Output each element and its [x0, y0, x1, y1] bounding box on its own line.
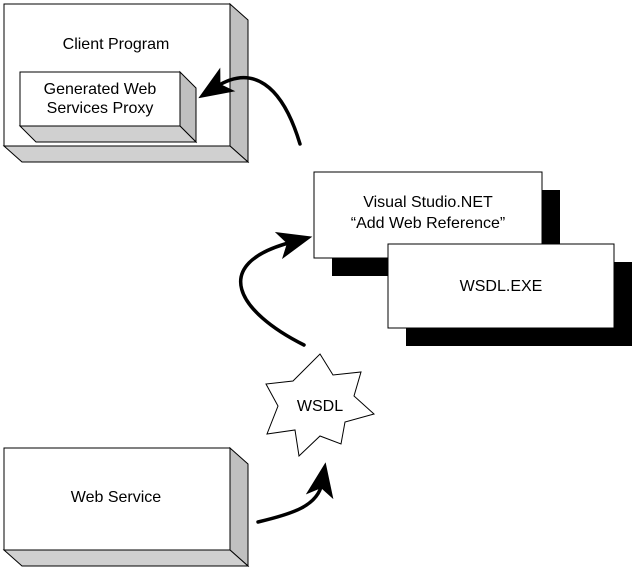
web-service-bottom	[2, 549, 250, 567]
client-program-label: Client Program	[63, 36, 170, 53]
wsdl-exe-box: WSDL.EXE	[387, 243, 632, 346]
arrow-wsdl-to-vsnet	[239, 232, 313, 347]
web-service-label: Web Service	[71, 489, 162, 506]
client-program-bottom	[2, 145, 250, 163]
proxy-label-line2: Services Proxy	[47, 100, 154, 117]
vs-net-label-line2: “Add Web Reference”	[351, 215, 505, 232]
proxy-label-line1: Generated Web	[44, 81, 157, 98]
client-program-box: Client Program Generated Web Services Pr…	[2, 2, 250, 164]
wsdl-star-label: WSDL	[297, 398, 343, 415]
vs-net-label-line1: Visual Studio.NET	[363, 194, 493, 211]
web-service-box: Web Service	[2, 446, 250, 568]
proxy-bottom	[18, 125, 198, 143]
web-service-side	[229, 446, 249, 568]
client-program-side	[229, 2, 249, 164]
wsdl-exe-label: WSDL.EXE	[460, 278, 543, 295]
wsdl-star: WSDL	[265, 353, 376, 458]
wsdl-star-shape	[265, 353, 376, 458]
arrow-vsnet-to-proxy	[198, 67, 302, 146]
web-service-face	[3, 447, 231, 551]
arrow-webservice-to-wsdl	[256, 462, 334, 524]
wsdl-exe-face	[387, 243, 615, 329]
proxy-box: Generated Web Services Proxy	[18, 70, 198, 144]
proxy-face	[19, 71, 181, 127]
